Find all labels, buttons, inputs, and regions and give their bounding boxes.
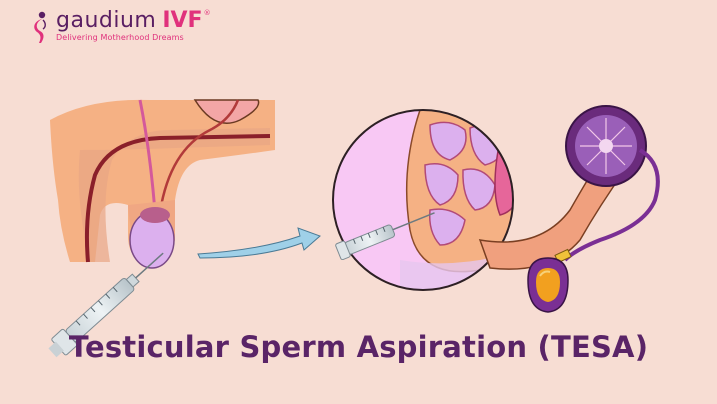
brand-logo: gaudium IVF ® Delivering Motherhood Drea… <box>30 10 211 44</box>
collection-tube <box>563 148 660 262</box>
logo-text: gaudium IVF ® Delivering Motherhood Drea… <box>56 8 211 43</box>
page-title: Testicular Sperm Aspiration (TESA) <box>68 330 649 364</box>
brand-name: gaudium <box>56 8 157 33</box>
brand-tagline: Delivering Motherhood Dreams <box>56 33 184 42</box>
urethra-line <box>84 134 271 263</box>
brand-ivf: IVF <box>162 8 203 33</box>
spermatic-tube <box>158 99 240 213</box>
epididymis-detail <box>494 138 513 216</box>
vas-deferens <box>138 99 157 213</box>
testis-cutaway <box>565 105 647 187</box>
collection-bulb <box>527 248 572 313</box>
brand-registered-mark: ® <box>203 9 211 17</box>
penile-section <box>78 128 270 262</box>
epididymis-left <box>140 207 170 223</box>
bladder-outline <box>193 99 260 124</box>
woman-silhouette-icon <box>34 11 46 43</box>
pelvic-cross-section <box>50 99 275 269</box>
transition-arrow <box>197 227 321 259</box>
syringe-left <box>48 252 164 358</box>
syringe-magnified <box>335 212 435 261</box>
